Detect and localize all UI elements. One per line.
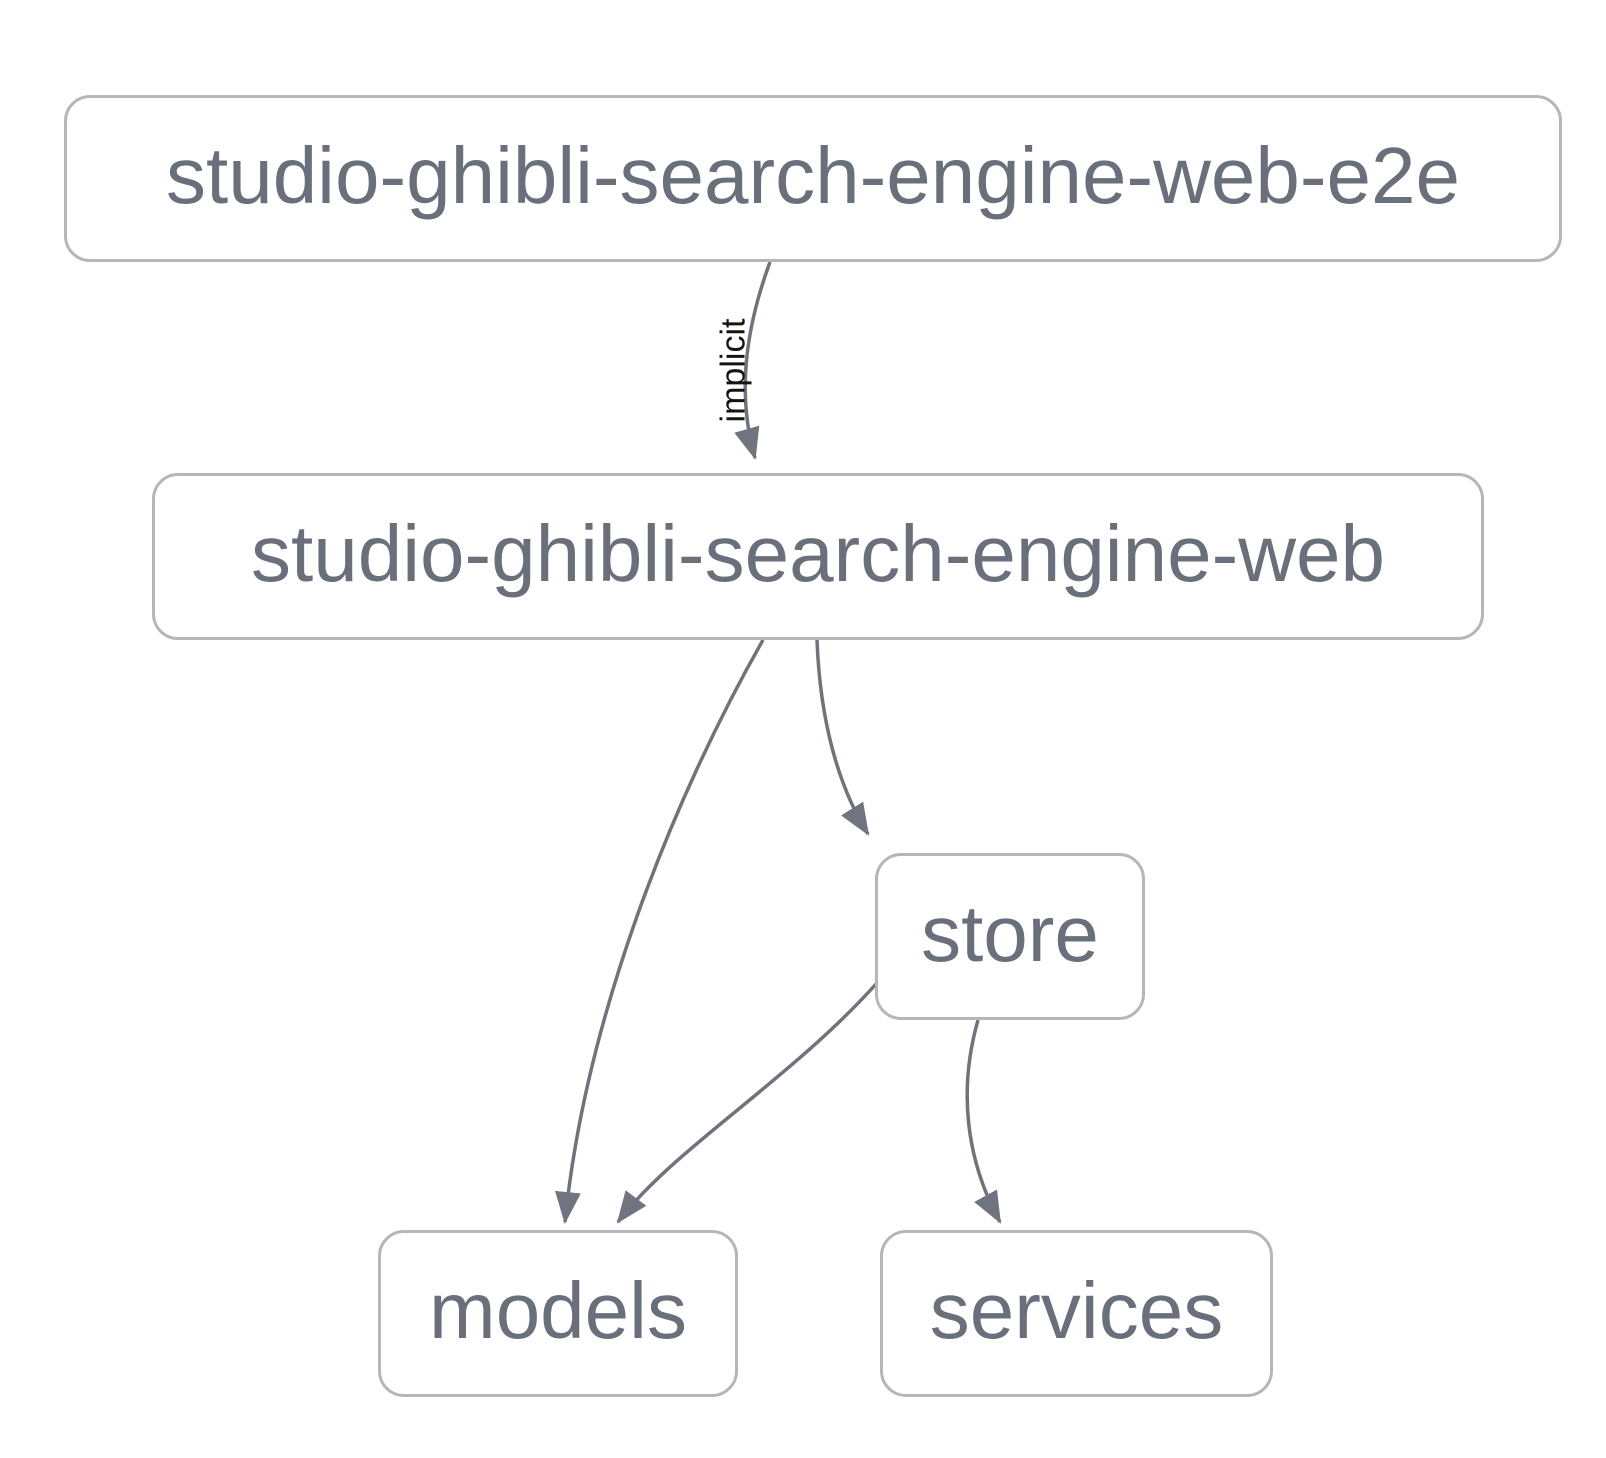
node-models[interactable]: models [378,1230,738,1397]
edge-web-to-models [555,639,765,1224]
edge-label-implicit: implicit [714,318,753,423]
node-studio-ghibli-search-engine-web[interactable]: studio-ghibli-search-engine-web [152,473,1484,640]
edge-e2e-to-web [734,261,772,460]
node-studio-ghibli-search-engine-web-e2e[interactable]: studio-ghibli-search-engine-web-e2e [64,95,1562,262]
node-services[interactable]: services [880,1230,1273,1397]
node-label: models [429,1265,687,1355]
edge-store-to-models [616,982,878,1224]
node-label: services [929,1265,1224,1355]
node-label: store [921,888,1099,978]
edge-web-to-store [815,639,870,836]
node-label: studio-ghibli-search-engine-web [251,508,1385,598]
edge-store-to-services [965,1019,1002,1224]
node-label: studio-ghibli-search-engine-web-e2e [165,130,1461,220]
node-store[interactable]: store [875,853,1145,1020]
